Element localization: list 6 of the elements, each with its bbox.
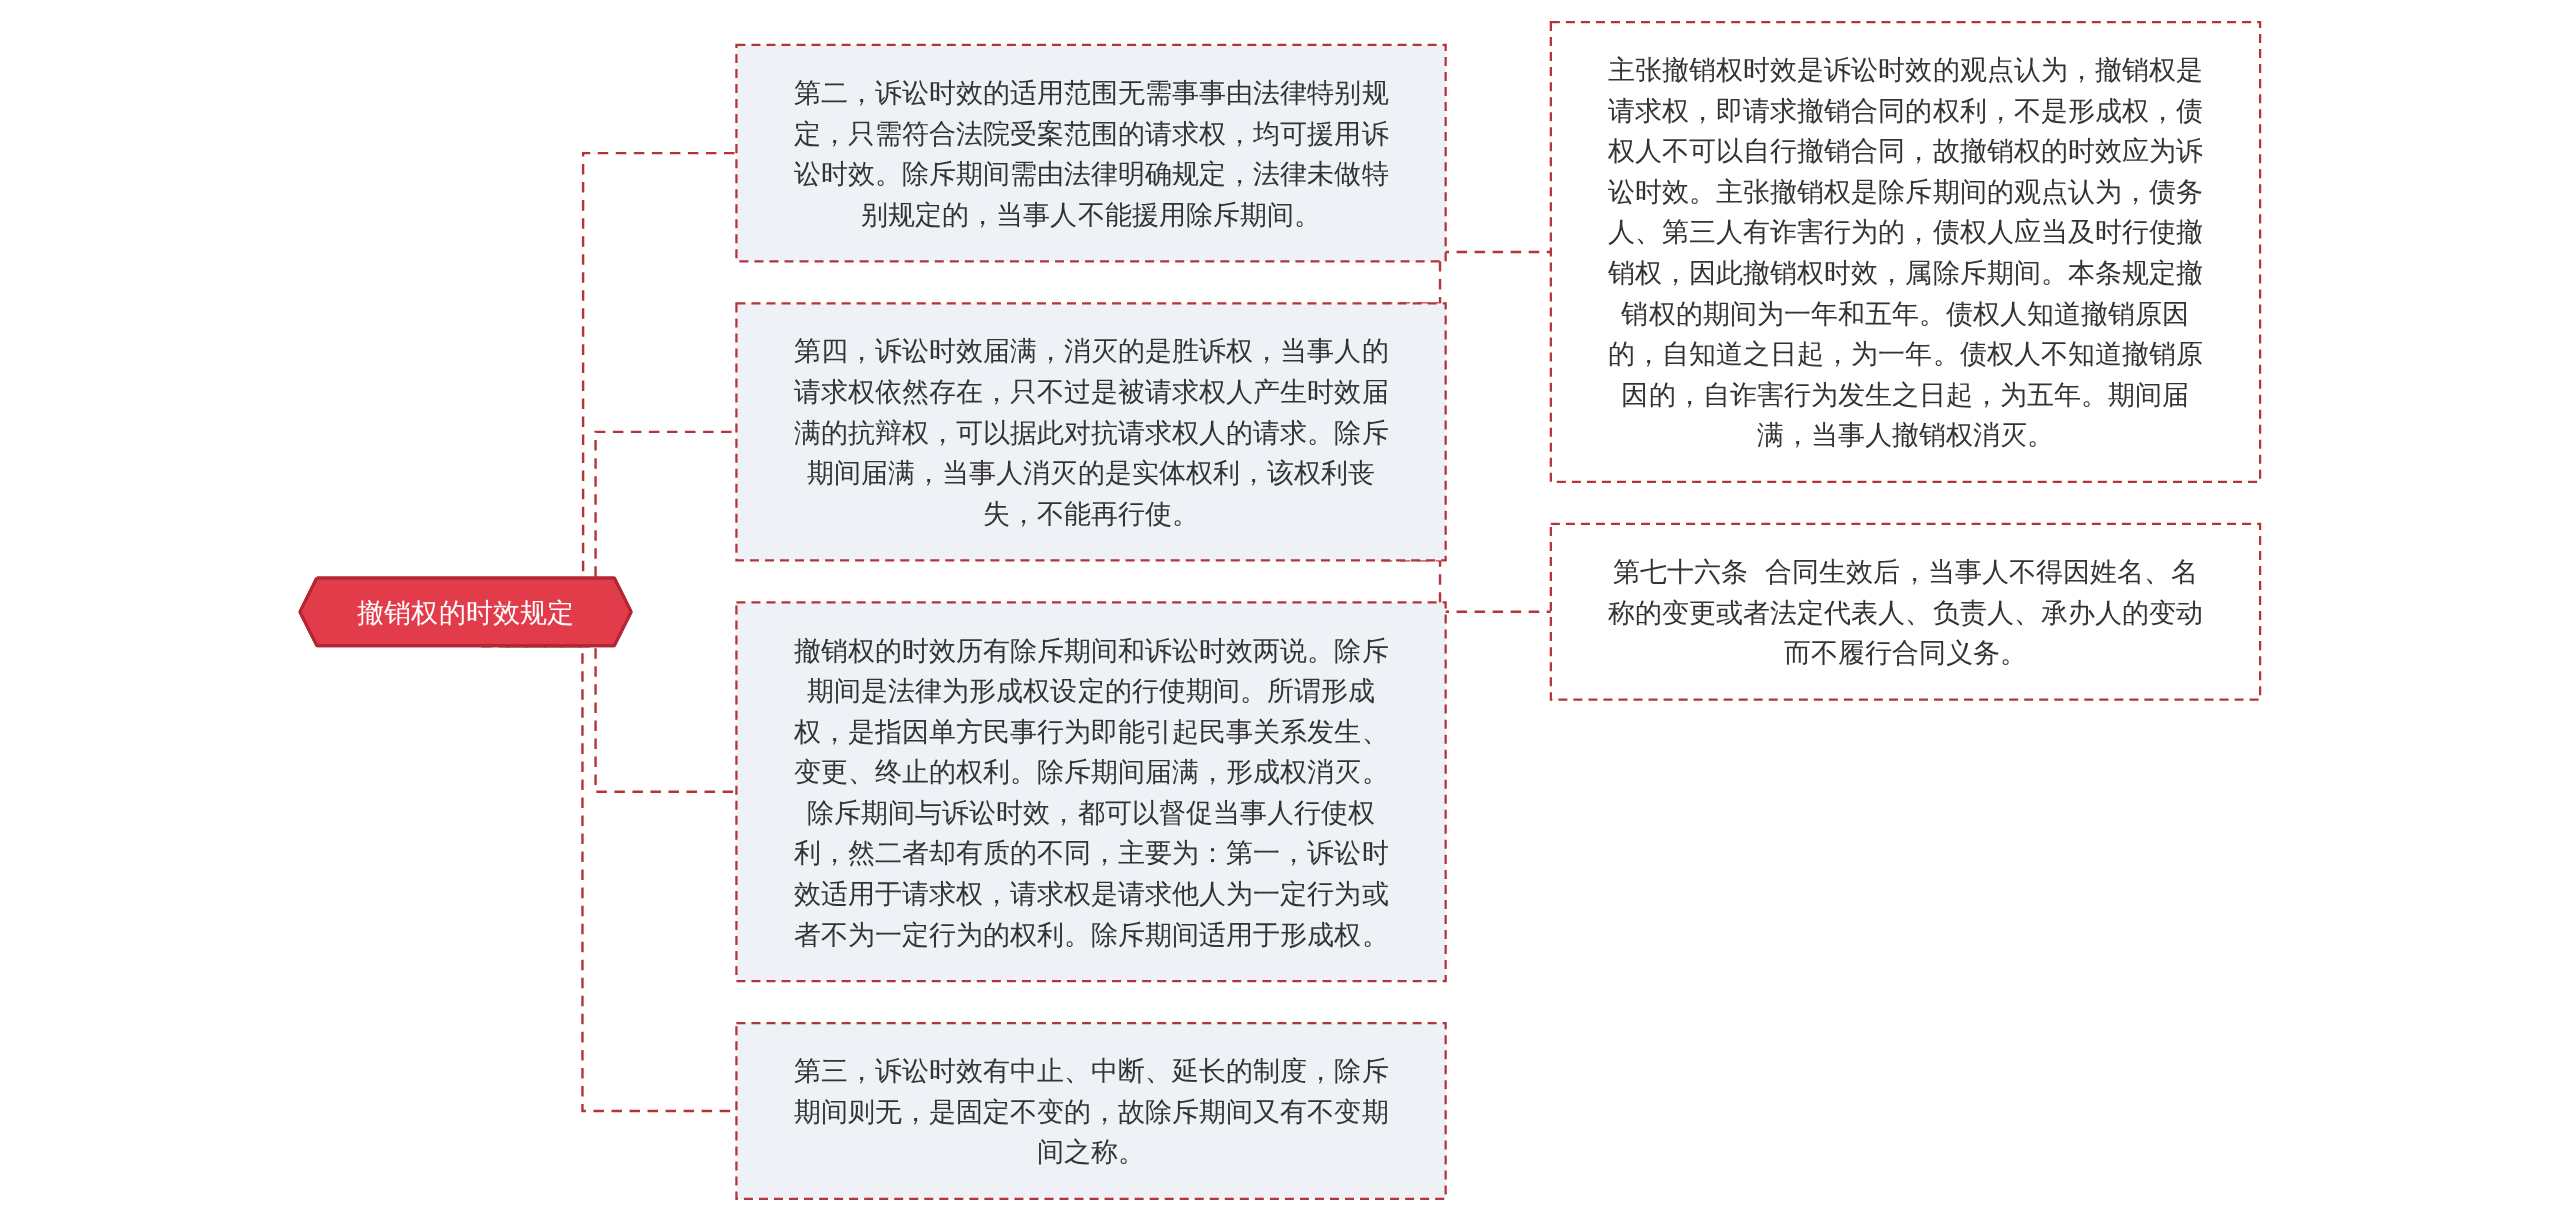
node-box: 主张撤销权时效是诉讼时效的观点认为，撤销权是请求权，即请求撤销合同的权利，不是形成权，债权人不可以自行撤销合同，故撤销权的时效应为诉讼时效。主张撤销权是除斥期间的观点认为，债务人、第三人有诈害行为的，债权人应当及时行使撤销权，因此撤销权时效，属除斥期间。本条规定撤销权的期间为一年和五年。债权人知道撤销原因的，自知道之日起，为一年。债权人不知道撤销原因的，自诈害行为发生之日起，为五年。期间届满，当事人撤销权消灭。 xyxy=(1549,20,2262,483)
node-box: 第二，诉讼时效的适用范围无需事事由法律特别规定，只需符合法院受案范围的请求权，均可援用诉讼时效。除斥期间需由法律明确规定，法律未做特别规定的，当事人不能援用除斥期间。 xyxy=(735,43,1447,263)
node-box: 撤销权的时效历有除斥期间和诉讼时效两说。除斥期间是法律为形成权设定的行使期间。所谓形成权，是指因单方民事行为即能引起民事关系发生、变更、终止的权利。除斥期间届满，形成权消灭。除斥期间与诉讼时效，都可以督促当事人行使权利，然二者却有质的不同，主要为：第一，诉讼时效适用于请求权，请求权是请求他人为一定行为或者不为一定行为的权利。除斥期间适用于形成权。 xyxy=(735,601,1447,983)
node-box: 第四，诉讼时效届满，消灭的是胜诉权，当事人的请求权依然存在，只不过是被请求权人产生时效届满的抗辩权，可以据此对抗请求权人的请求。除斥期间届满，当事人消灭的是实体权利，该权利丧失，不能再行使。 xyxy=(735,302,1447,562)
node-box: 第七十六条 合同生效后，当事人不得因姓名、名称的变更或者法定代表人、负责人、承办人的变动而不履行合同义务。 xyxy=(1549,522,2262,701)
node-box: 第三，诉讼时效有中止、中断、延长的制度，除斥期间则无，是固定不变的，故除斥期间又有不变期间之称。 xyxy=(735,1022,1447,1201)
